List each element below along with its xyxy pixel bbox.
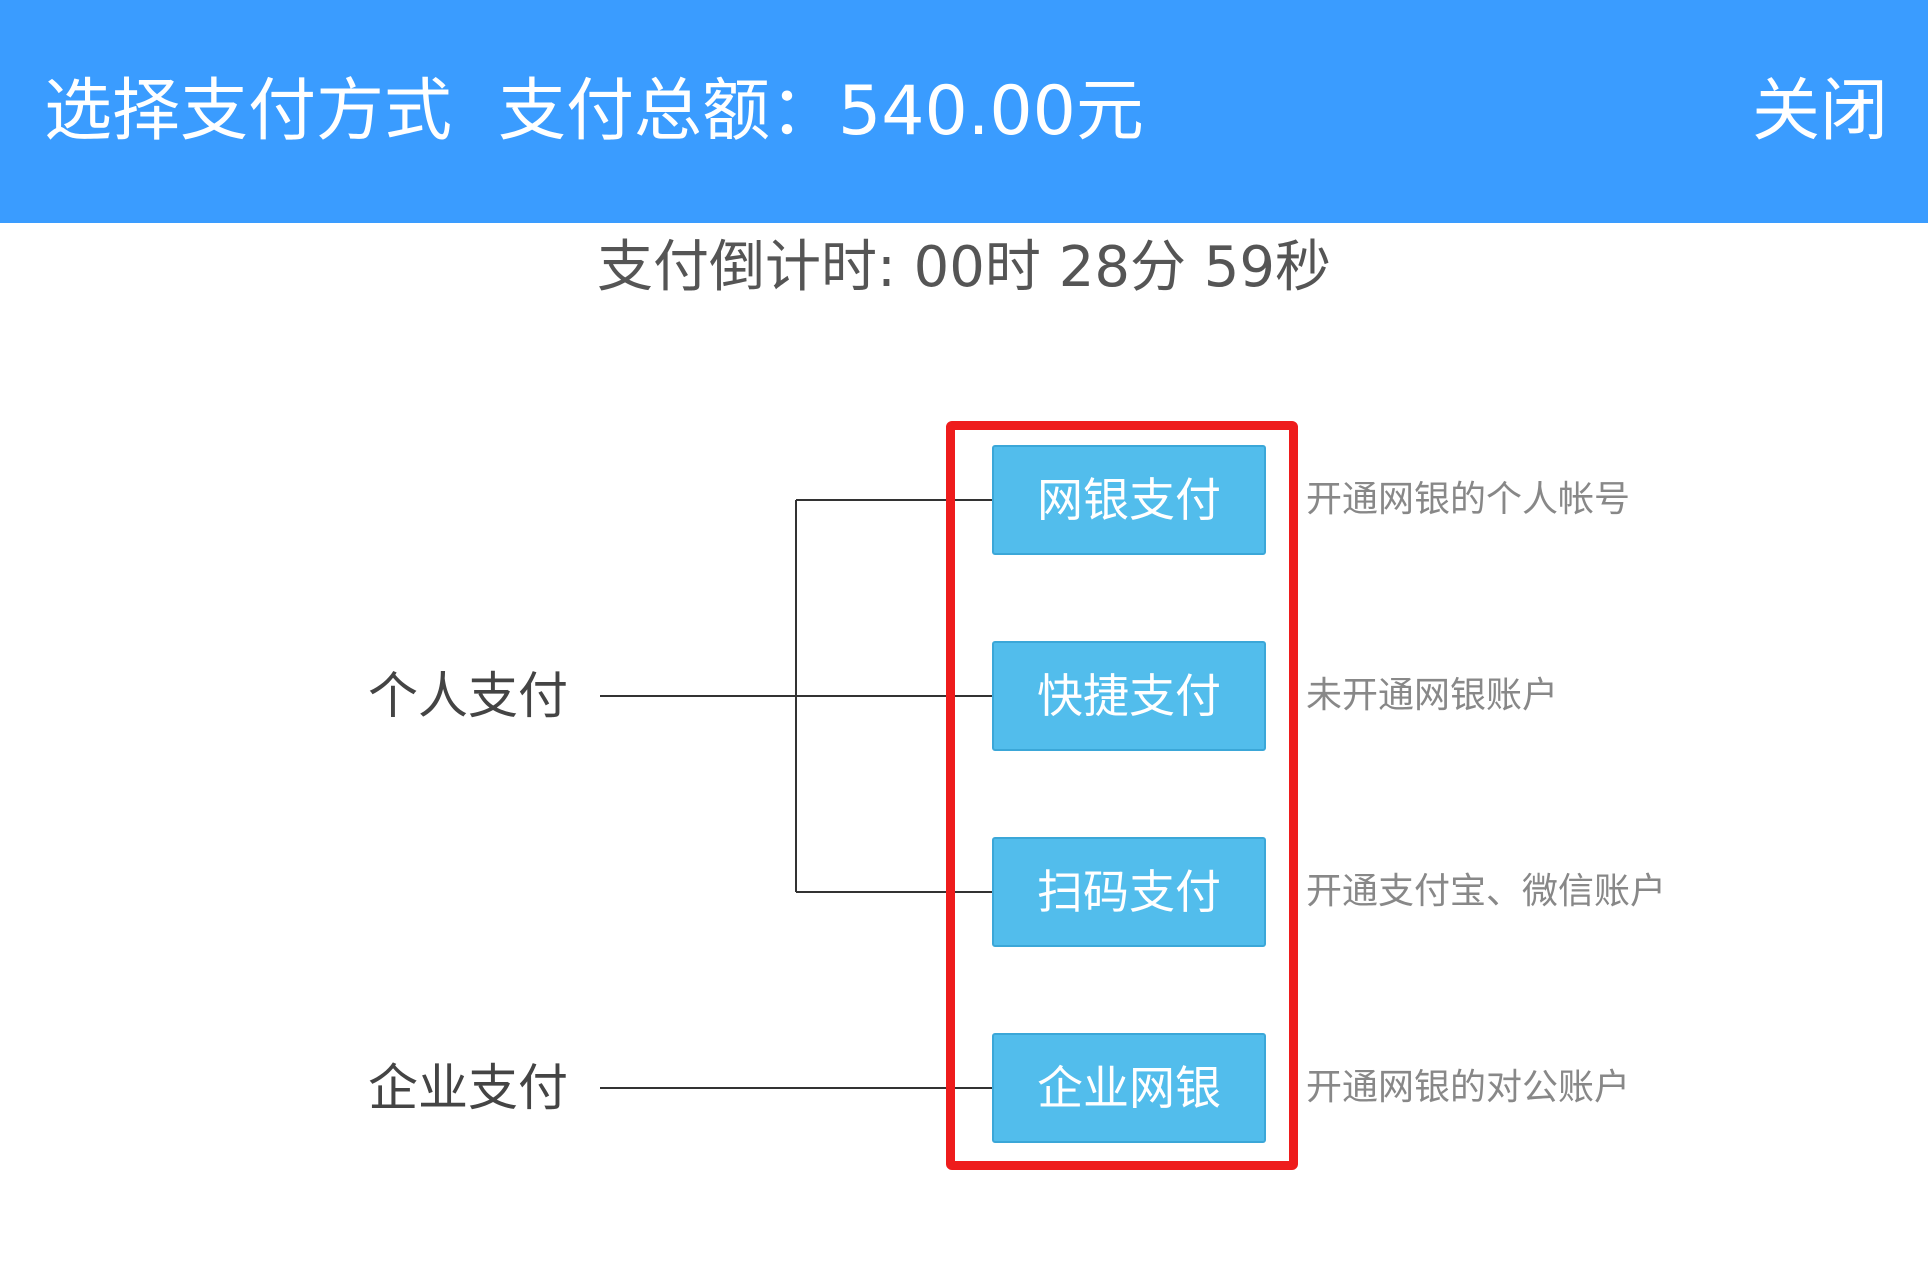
netbank-pay-button[interactable]: 网银支付: [992, 445, 1266, 555]
category-personal-label: 个人支付: [368, 667, 568, 725]
page-title: 选择支付方式: [44, 72, 453, 151]
payment-countdown: 支付倒计时: 00时 28分 59秒: [596, 235, 1332, 300]
enterprise-netbank-button[interactable]: 企业网银: [992, 1033, 1266, 1143]
scan-pay-desc: 开通支付宝、微信账户: [1306, 871, 1667, 912]
highlight-box: [946, 421, 1298, 1170]
scan-pay-button[interactable]: 扫码支付: [992, 837, 1266, 947]
netbank-pay-desc: 开通网银的个人帐号: [1306, 479, 1631, 520]
header-bar: 选择支付方式 支付总额：540.00元 关闭: [0, 0, 1928, 223]
total-amount: 支付总额：540.00元: [498, 72, 1144, 151]
enterprise-netbank-desc: 开通网银的对公账户: [1306, 1067, 1631, 1108]
quick-pay-button[interactable]: 快捷支付: [992, 641, 1266, 751]
close-button[interactable]: 关闭: [1751, 72, 1888, 151]
quick-pay-desc: 未开通网银账户: [1306, 675, 1559, 716]
category-enterprise-label: 企业支付: [368, 1059, 568, 1117]
